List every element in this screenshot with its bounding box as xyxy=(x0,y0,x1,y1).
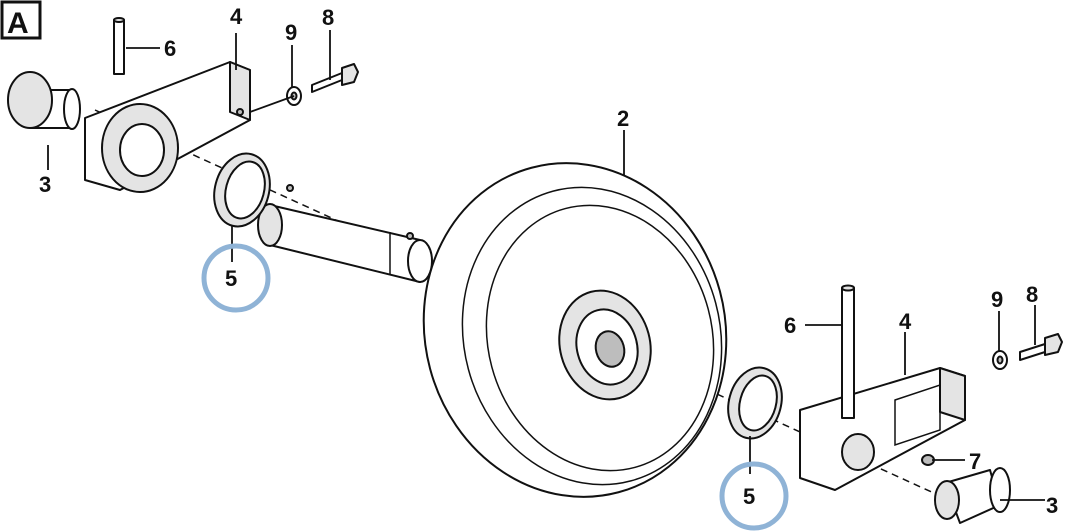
bracket-right xyxy=(799,367,966,491)
callout-bushing-right: 3 xyxy=(1046,493,1058,518)
callout-bracket-right: 4 xyxy=(899,309,912,334)
callout-seal-left: 5 xyxy=(225,266,237,291)
bolt-left xyxy=(311,63,359,93)
highlight-ring-seal-left xyxy=(201,243,271,313)
seal-right xyxy=(727,366,783,440)
callout-bolt-left: 8 xyxy=(322,5,334,30)
callout-plug: 7 xyxy=(969,449,981,474)
callout-bushing-left: 3 xyxy=(39,172,51,197)
bolt-right xyxy=(1019,333,1063,361)
bushing-right xyxy=(934,467,1011,524)
callout-idler-wheel: 2 xyxy=(617,106,629,131)
callout-washer-right: 9 xyxy=(991,287,1003,312)
highlight-ring-seal-right xyxy=(719,461,789,531)
shaft xyxy=(257,184,433,283)
washer-right xyxy=(992,350,1008,370)
callout-bolt-right: 8 xyxy=(1026,282,1038,307)
idler-wheel xyxy=(422,162,728,498)
pin-right xyxy=(841,284,855,419)
leader-lines xyxy=(47,30,1045,501)
panel-letter: A xyxy=(7,7,29,40)
panel-label: A xyxy=(0,0,42,40)
seal-left xyxy=(213,152,271,228)
bushing-left xyxy=(7,71,81,130)
callout-seal-right: 5 xyxy=(743,484,755,509)
callout-pin-left: 6 xyxy=(164,36,176,61)
callout-pin-right: 6 xyxy=(784,313,796,338)
callout-washer-left: 9 xyxy=(285,20,297,45)
bracket-left xyxy=(84,61,251,193)
callout-bracket-left: 4 xyxy=(230,4,243,29)
pin-left xyxy=(113,17,125,75)
